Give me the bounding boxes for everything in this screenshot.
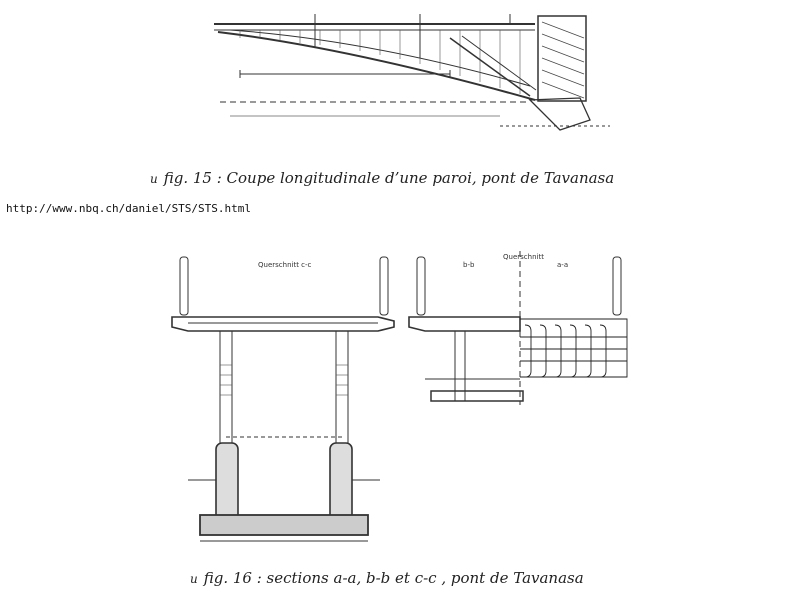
fig15-caption-text: fig. 15 : Coupe longitudinale d’une paro… <box>163 169 615 187</box>
fig16-label-cc: Querschnitt c-c <box>258 261 312 269</box>
fig16-section-bb-aa-drawing: b-b Querschnitt a-a <box>408 251 628 405</box>
fig16-label-qs: Querschnitt <box>503 253 544 261</box>
source-url: http://www.nbq.ch/daniel/STS/STS.html <box>6 202 252 215</box>
fig15-caption: u fig. 15 : Coupe longitudinale d’une par… <box>150 169 614 187</box>
fig16-label-bb: b-b <box>463 261 475 269</box>
fig16-bullet: u <box>190 572 198 586</box>
fig15-bullet: u <box>150 172 158 186</box>
fig16-label-aa: a-a <box>557 261 568 269</box>
fig16-caption: u fig. 16 : sections a-a, b-b et c-c , po… <box>190 569 584 587</box>
fig16-caption-text: fig. 16 : sections a-a, b-b et c-c , pon… <box>203 569 584 587</box>
fig15-drawing <box>214 14 610 131</box>
fig16-section-cc-drawing: Querschnitt c-c <box>171 256 395 542</box>
